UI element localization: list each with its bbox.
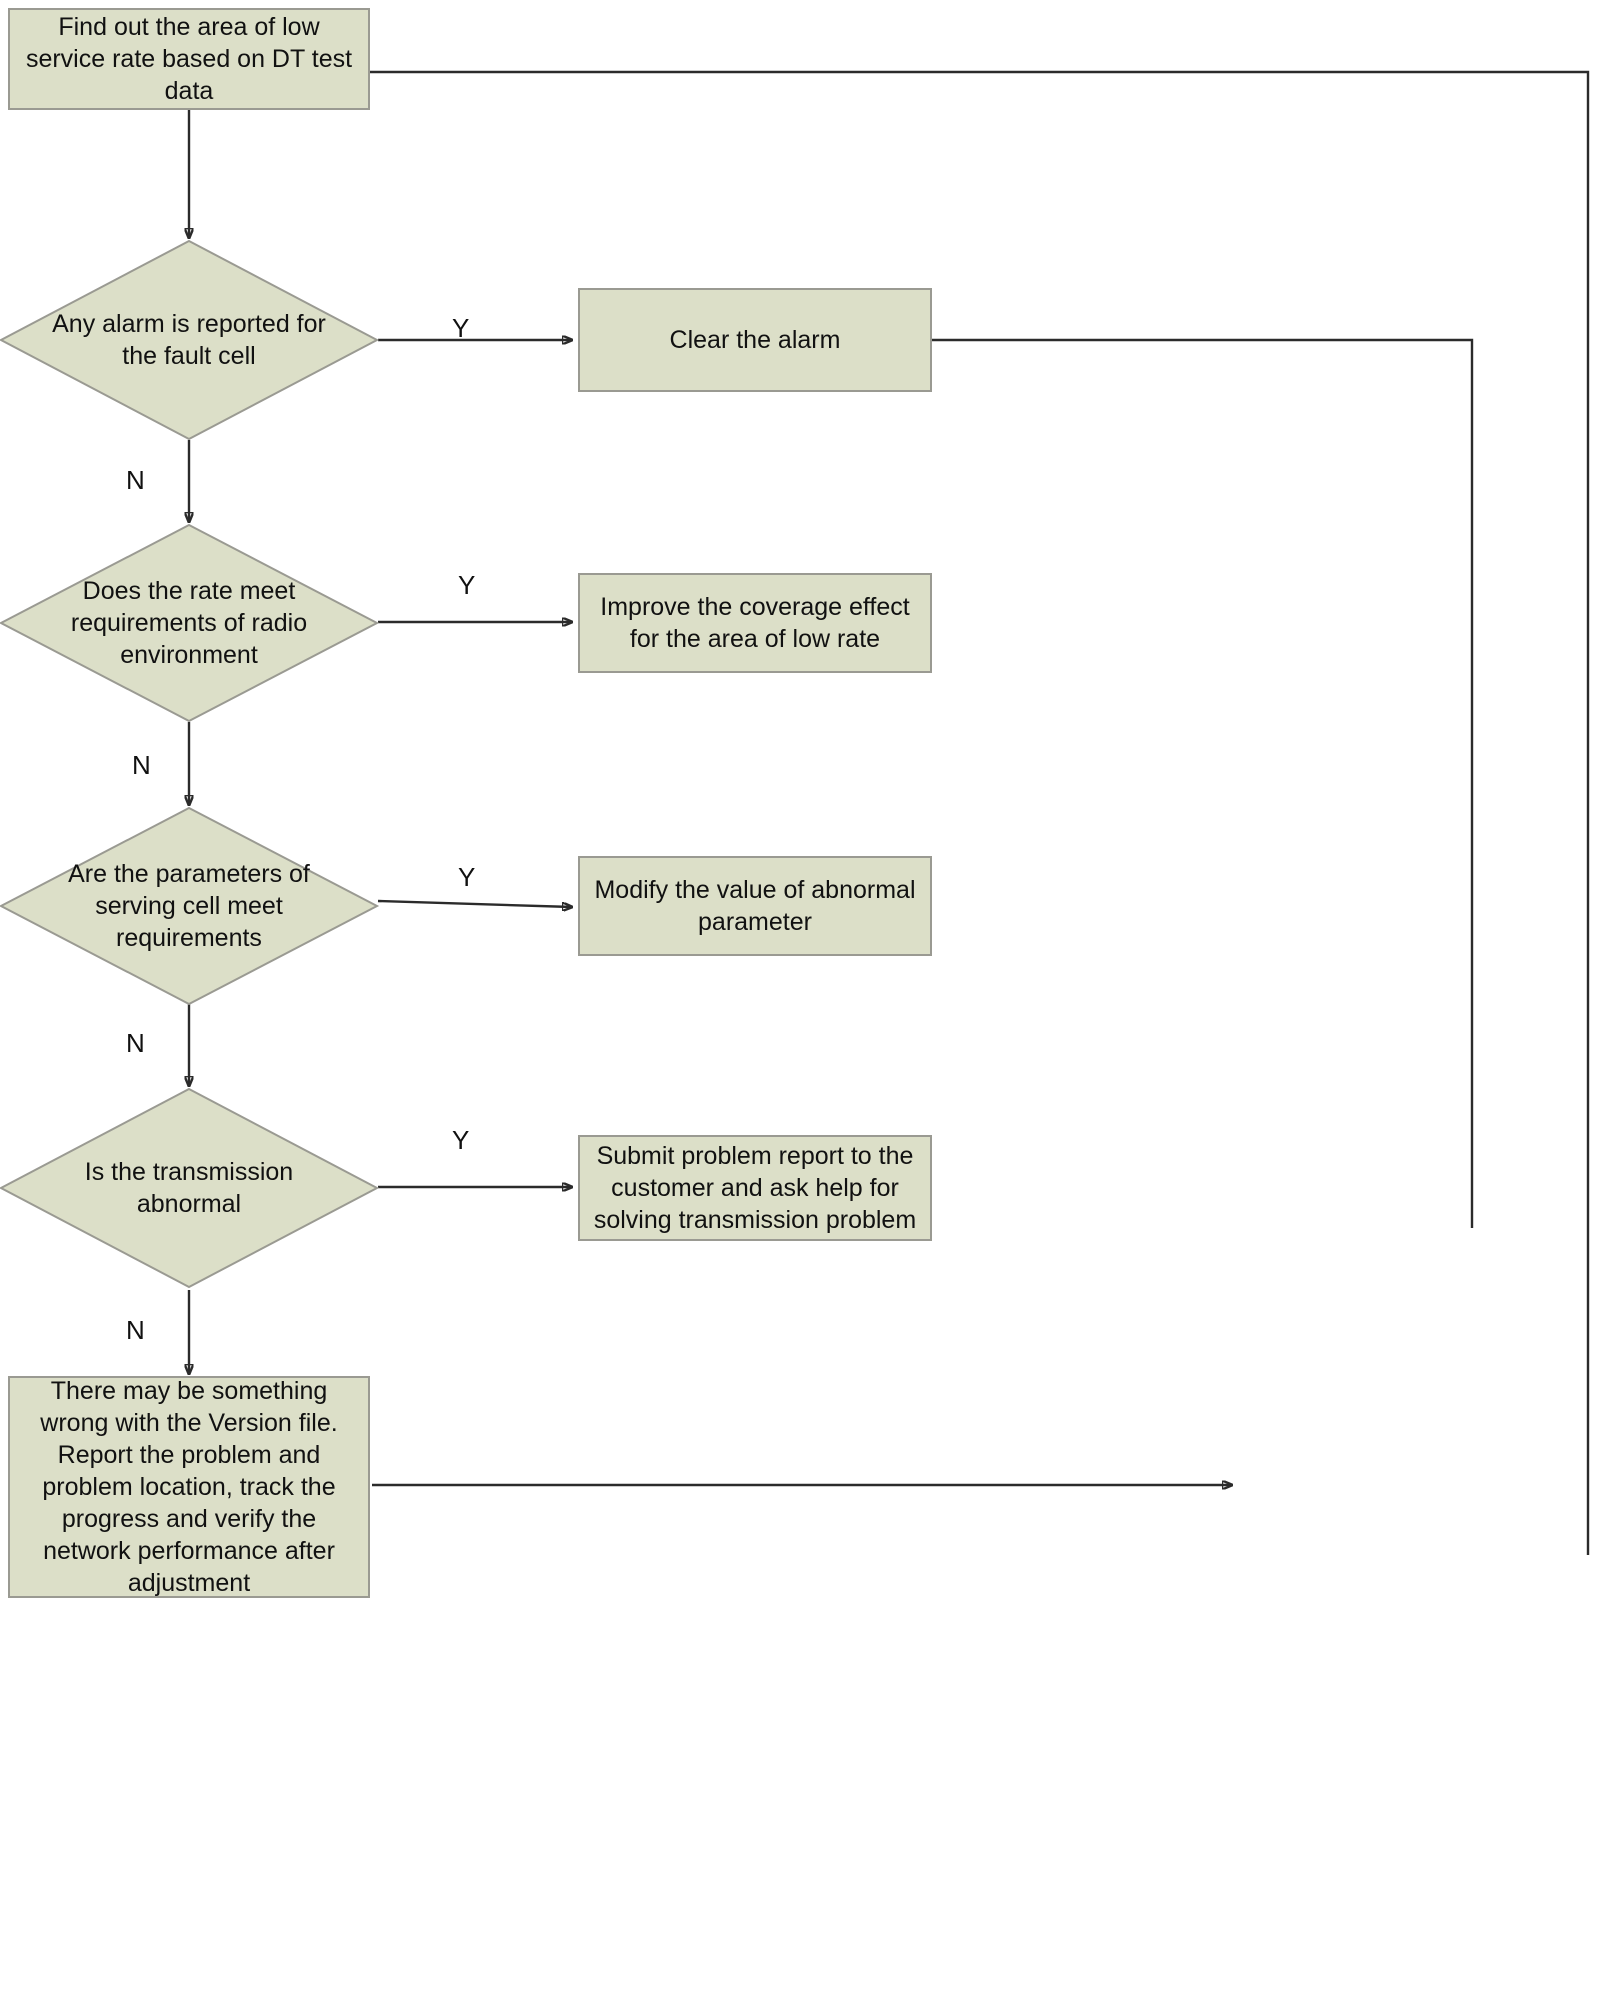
node-decision-transmission[interactable]: Is the transmission abnormal bbox=[0, 1087, 380, 1289]
node-decision-rate[interactable]: Does the rate meet requirements of radio… bbox=[0, 523, 380, 723]
edge-a1-return bbox=[932, 338, 1474, 1228]
edge-start-right-return bbox=[370, 70, 1590, 1555]
node-decision-parameters-label: Are the parameters of serving cell meet … bbox=[68, 860, 310, 952]
node-version-file-report[interactable]: There may be something wrong with the Ve… bbox=[8, 1376, 370, 1598]
edge-label-d3-yes: Y bbox=[458, 862, 476, 892]
node-submit-report[interactable]: Submit problem report to the customer an… bbox=[578, 1135, 932, 1241]
node-decision-rate-label: Does the rate meet requirements of radio… bbox=[70, 577, 308, 669]
edge-label-d4-yes: Y bbox=[452, 1125, 470, 1155]
edge-d3-yes bbox=[377, 899, 572, 907]
node-improve-coverage-label: Improve the coverage effect for the area… bbox=[600, 593, 910, 653]
node-submit-report-label: Submit problem report to the customer an… bbox=[593, 1142, 917, 1234]
node-improve-coverage[interactable]: Improve the coverage effect for the area… bbox=[578, 573, 932, 673]
edge-label-d1-yes: Y bbox=[452, 313, 470, 343]
edge-label-d2-yes: Y bbox=[458, 570, 476, 600]
edge-label-d1-no: N bbox=[126, 465, 145, 495]
node-modify-parameter-label: Modify the value of abnormal parameter bbox=[594, 876, 916, 936]
edge-label-d3-no: N bbox=[126, 1028, 145, 1058]
node-start[interactable]: Find out the area of low service rate ba… bbox=[8, 8, 370, 110]
node-clear-alarm-label: Clear the alarm bbox=[669, 326, 841, 354]
node-decision-parameters[interactable]: Are the parameters of serving cell meet … bbox=[0, 806, 380, 1006]
node-clear-alarm[interactable]: Clear the alarm bbox=[578, 288, 932, 392]
node-start-label: Find out the area of low service rate ba… bbox=[25, 13, 353, 105]
node-decision-alarm-label: Any alarm is reported for the fault cell bbox=[52, 310, 326, 370]
node-modify-parameter[interactable]: Modify the value of abnormal parameter bbox=[578, 856, 932, 956]
node-version-file-report-label: There may be something wrong with the Ve… bbox=[40, 1377, 338, 1597]
node-decision-alarm[interactable]: Any alarm is reported for the fault cell bbox=[0, 239, 380, 441]
edge-label-d2-no: N bbox=[132, 750, 151, 780]
node-decision-transmission-label: Is the transmission abnormal bbox=[84, 1158, 294, 1218]
edge-label-d4-no: N bbox=[126, 1315, 145, 1345]
